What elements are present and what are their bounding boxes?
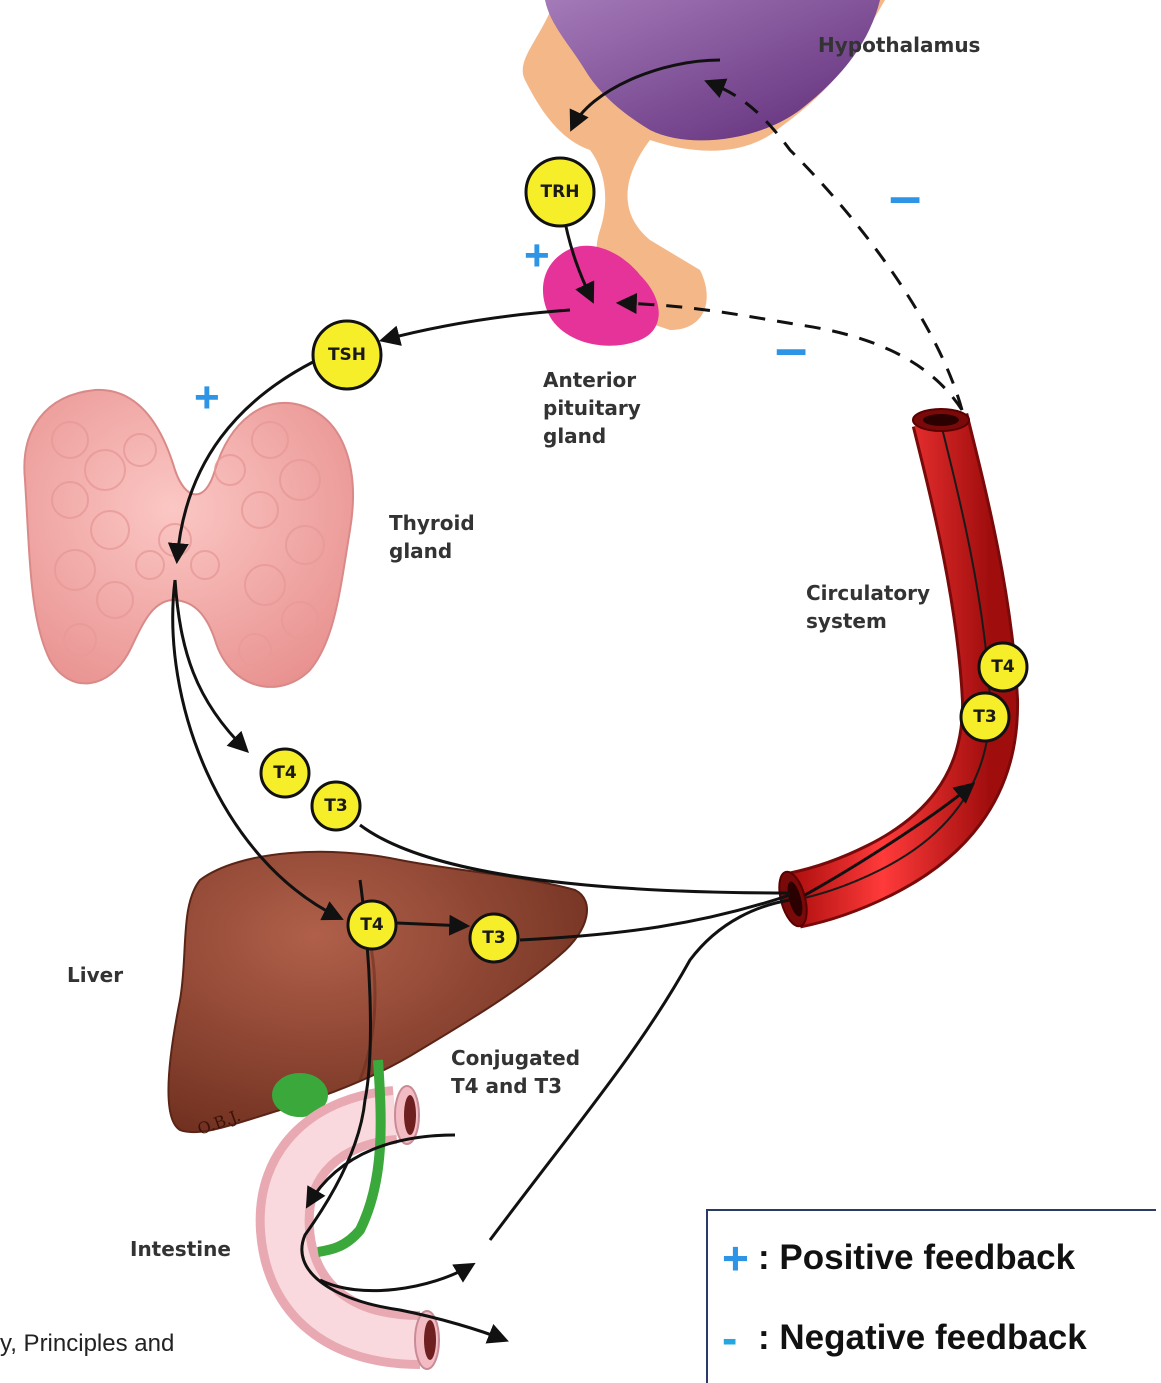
thyroid-illustration [24, 390, 353, 687]
t3-label-gland: T3 [324, 796, 347, 816]
thyroid-label-line2: gland [389, 539, 452, 563]
t3-label-liver: T3 [482, 928, 505, 948]
arrow-pituitary-to-tsh [383, 310, 570, 340]
anterior-pituitary-label-line1: Anterior [543, 368, 636, 392]
hormone-t3-gland: T3 [312, 782, 360, 830]
legend-negative-row: - : Negative feedback [722, 1311, 1087, 1365]
conjugated-label-line2: T4 and T3 [451, 1074, 562, 1098]
minus-sign-pituitary: – [775, 316, 807, 381]
hormone-t3-liver: T3 [470, 914, 518, 962]
thyroid-label-line1: Thyroid [389, 511, 475, 535]
t4-label-gland: T4 [273, 763, 297, 783]
legend-negative-label: : Negative feedback [758, 1318, 1087, 1358]
plus-sign-thyroid: + [194, 373, 220, 422]
anterior-pituitary-label-line3: gland [543, 424, 606, 448]
hypothalamus-label: Hypothalamus [818, 33, 980, 57]
legend-positive-row: + : Positive feedback [722, 1231, 1075, 1285]
hormone-t4-liver: T4 [348, 901, 396, 949]
hormone-t4-vessel: T4 [979, 643, 1027, 691]
legend-positive-symbol: + [722, 1231, 758, 1285]
hormone-t4-gland: T4 [261, 749, 309, 797]
legend-positive-label: : Positive feedback [758, 1238, 1075, 1278]
arrow-reabsorption [320, 1265, 472, 1291]
anterior-pituitary-label-line2: pituitary [543, 396, 641, 420]
minus-sign-hypothalamus: – [889, 164, 921, 229]
plus-sign-pituitary: + [524, 231, 550, 280]
circulatory-label-line2: system [806, 609, 887, 633]
circulatory-label-line1: Circulatory [806, 581, 930, 605]
t4-label-vessel: T4 [991, 657, 1015, 677]
hormone-trh: TRH [526, 158, 594, 226]
circulatory-vessel-illustration [774, 409, 990, 929]
hormone-t3-vessel: T3 [961, 693, 1009, 741]
hormone-tsh: TSH [313, 321, 381, 389]
conjugated-label-line1: Conjugated [451, 1046, 580, 1070]
liver-label: Liver [67, 963, 123, 987]
legend-negative-symbol: - [722, 1311, 758, 1365]
t3-label-vessel: T3 [973, 707, 996, 727]
tsh-label: TSH [328, 345, 366, 365]
source-caption: y, Principles and [0, 1330, 174, 1358]
t4-label-liver: T4 [360, 915, 384, 935]
trh-label: TRH [541, 182, 580, 202]
feedback-legend: + : Positive feedback - : Negative feedb… [706, 1209, 1156, 1383]
intestine-label: Intestine [130, 1237, 231, 1261]
